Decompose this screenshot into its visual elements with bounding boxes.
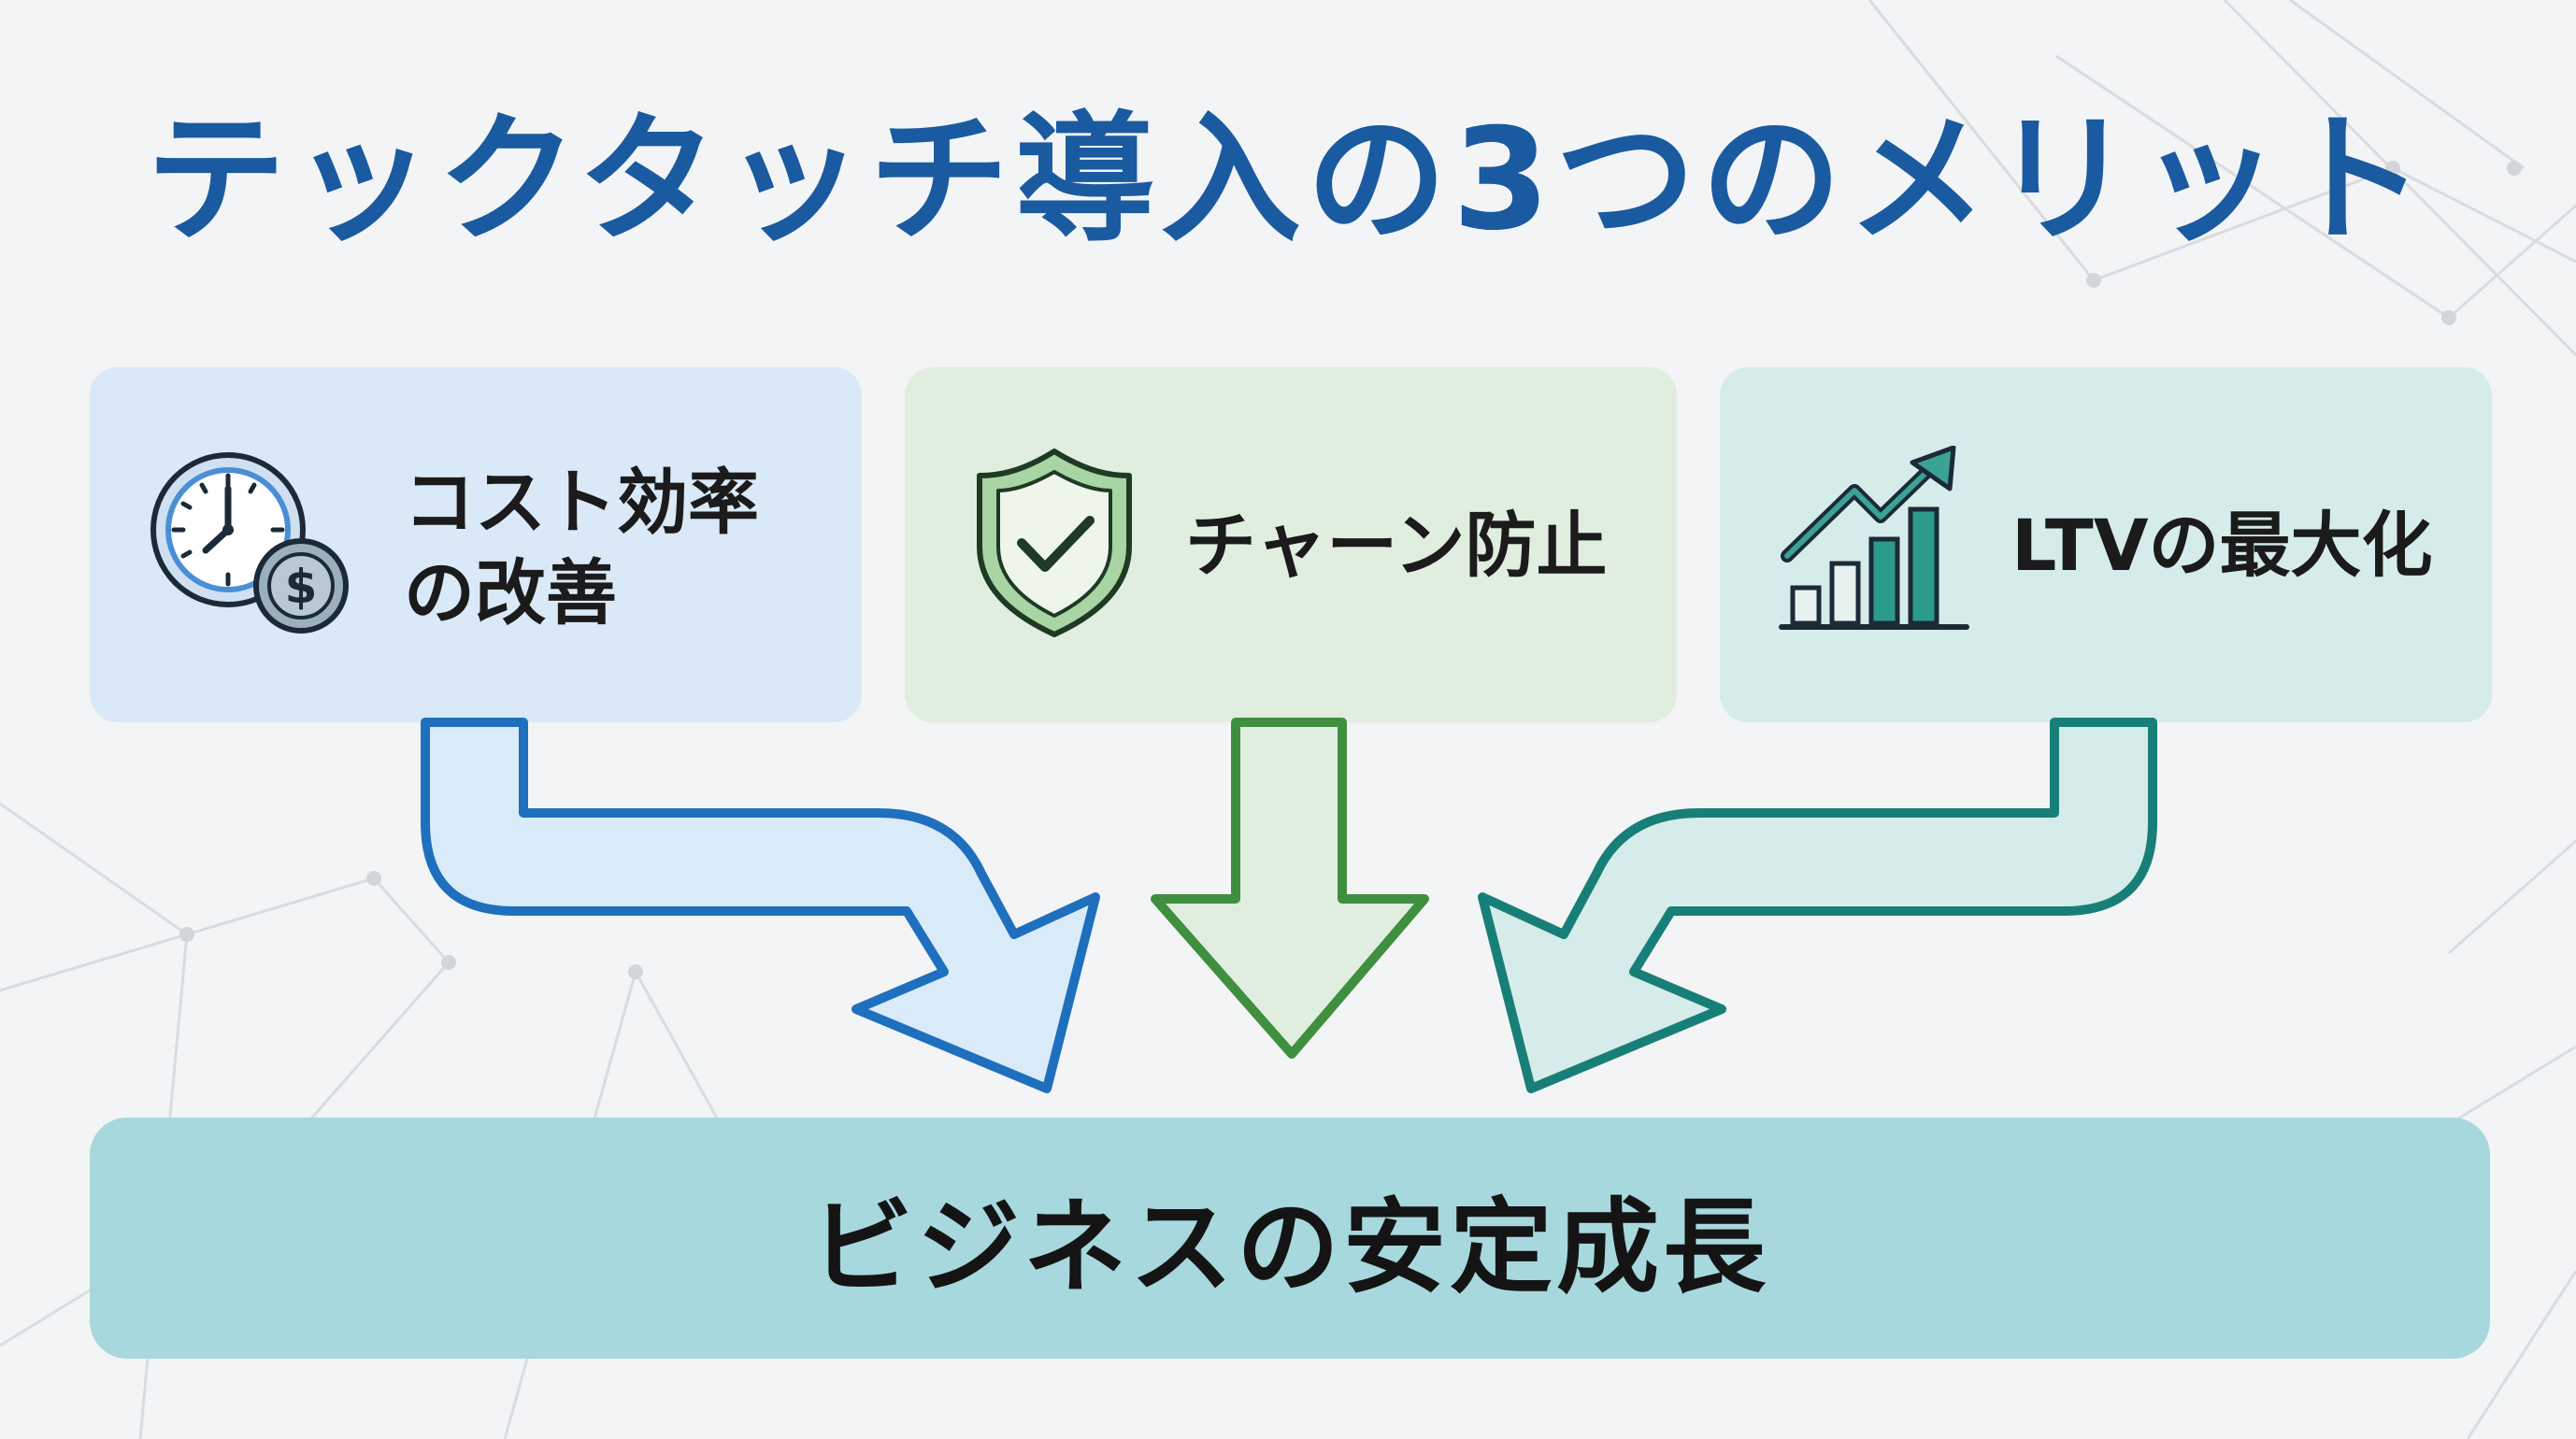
benefit-label-churn-prevention: チャーン防止 [1185,504,1608,587]
clock-dollar-icon: $ [150,452,349,634]
right-flow-arrow [1478,718,2157,1093]
benefit-label-cost-efficiency: コスト効率 の改善 [404,461,759,635]
benefit-card-churn-prevention: チャーン防止 [905,367,1677,722]
result-box: ビジネスの安定成長 [90,1118,2490,1359]
left-flow-arrow [421,718,1100,1093]
svg-text:$: $ [285,560,318,614]
benefit-card-ltv-maximization: LTVの最大化 [1720,367,2492,722]
benefit-label-ltv-maximization: LTVの最大化 [2011,504,2433,587]
benefit-card-cost-efficiency: $ コスト効率 の改善 [90,367,862,722]
page-title: テックタッチ導入の3つのメリット [145,99,2431,262]
shield-check-icon [977,449,1132,637]
result-label: ビジネスの安定成長 [810,1188,1769,1307]
growth-chart-icon [1779,446,1969,630]
center-flow-arrow [1151,718,1429,1059]
